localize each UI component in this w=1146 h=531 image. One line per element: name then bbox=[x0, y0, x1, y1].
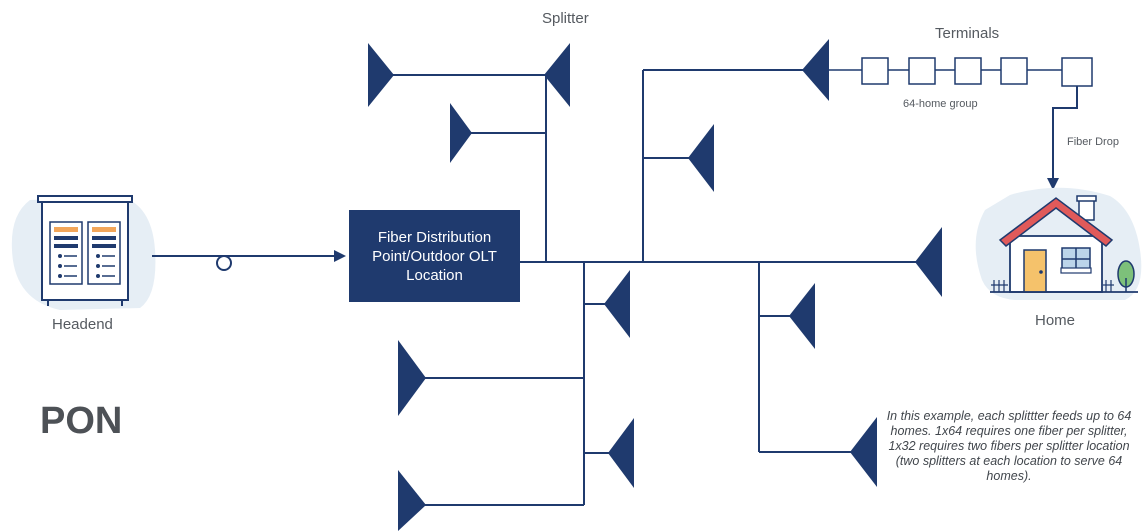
headend-icon bbox=[11, 195, 156, 310]
terminals-label: Terminals bbox=[935, 25, 1000, 42]
splitter-label: Splitter bbox=[542, 10, 589, 27]
arrow-icon bbox=[1047, 178, 1059, 190]
terminal-boxes bbox=[829, 57, 1093, 87]
house-icon bbox=[975, 187, 1142, 300]
footnote: In this example, each splittter feeds up… bbox=[886, 409, 1132, 483]
home-label: Home bbox=[1035, 312, 1076, 329]
arrow-icon bbox=[334, 250, 346, 262]
distribution-lines bbox=[393, 69, 918, 506]
fiber-distribution-point-box: Fiber Distribution Point/Outdoor OLT Loc… bbox=[349, 210, 520, 302]
fiber-drop-line bbox=[1052, 86, 1078, 180]
fiber-drop-label: Fiber Drop bbox=[1067, 136, 1119, 148]
headend-label: Headend bbox=[52, 316, 113, 333]
fdp-label: Fiber Distribution Point/Outdoor OLT Loc… bbox=[372, 228, 497, 284]
group-label: 64-home group bbox=[903, 98, 978, 110]
diagram-title: PON bbox=[40, 400, 123, 442]
splitter-icons bbox=[368, 39, 942, 531]
feeder-link bbox=[152, 255, 338, 271]
